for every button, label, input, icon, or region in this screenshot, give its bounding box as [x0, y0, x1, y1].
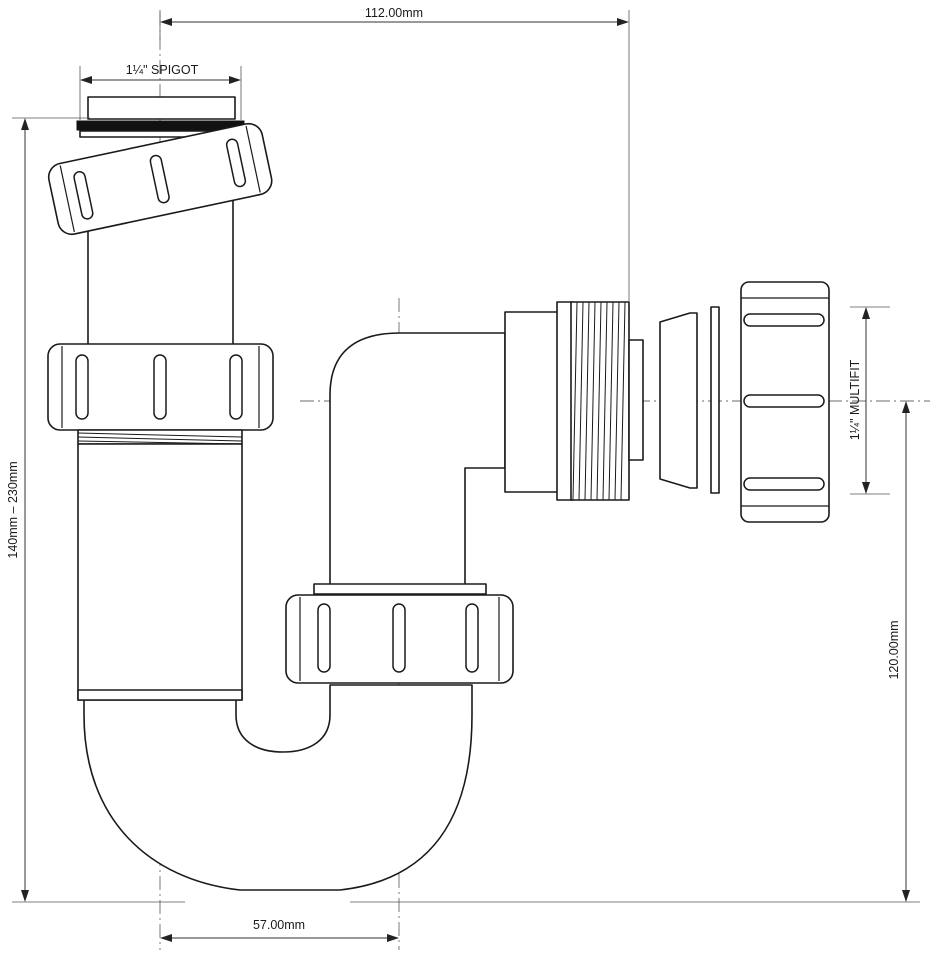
- dim-bottom-width: 57.00mm: [160, 918, 399, 942]
- top-width-label: 112.00mm: [365, 6, 423, 20]
- inlet-lower-tube: [77, 429, 243, 701]
- dim-multifit: 1¼" MULTIFIT: [848, 306, 890, 495]
- dim-height-range: 140mm – 230mm: [6, 117, 185, 903]
- washer: [710, 306, 720, 494]
- seal-ring: [76, 120, 245, 131]
- dim-top-width: 112.00mm: [159, 6, 630, 302]
- bottom-width-label: 57.00mm: [253, 918, 305, 932]
- height-range-label: 140mm – 230mm: [6, 461, 20, 558]
- u-bend: [77, 684, 473, 891]
- spigot-label: 1¼" SPIGOT: [126, 63, 199, 77]
- compression-cone: [659, 312, 698, 489]
- inlet-nut: [47, 122, 273, 236]
- multifit-nut: [740, 281, 830, 523]
- inlet-main-nut: [47, 343, 274, 431]
- outlet-height-label: 120.00mm: [887, 620, 901, 679]
- outlet-boss: [504, 301, 644, 501]
- dim-spigot: 1¼" SPIGOT: [79, 63, 242, 120]
- multifit-label: 1¼" MULTIFIT: [848, 359, 862, 440]
- bend-nut: [285, 594, 514, 684]
- outlet-riser: [313, 332, 506, 595]
- dim-outlet-height: 120.00mm: [350, 401, 920, 903]
